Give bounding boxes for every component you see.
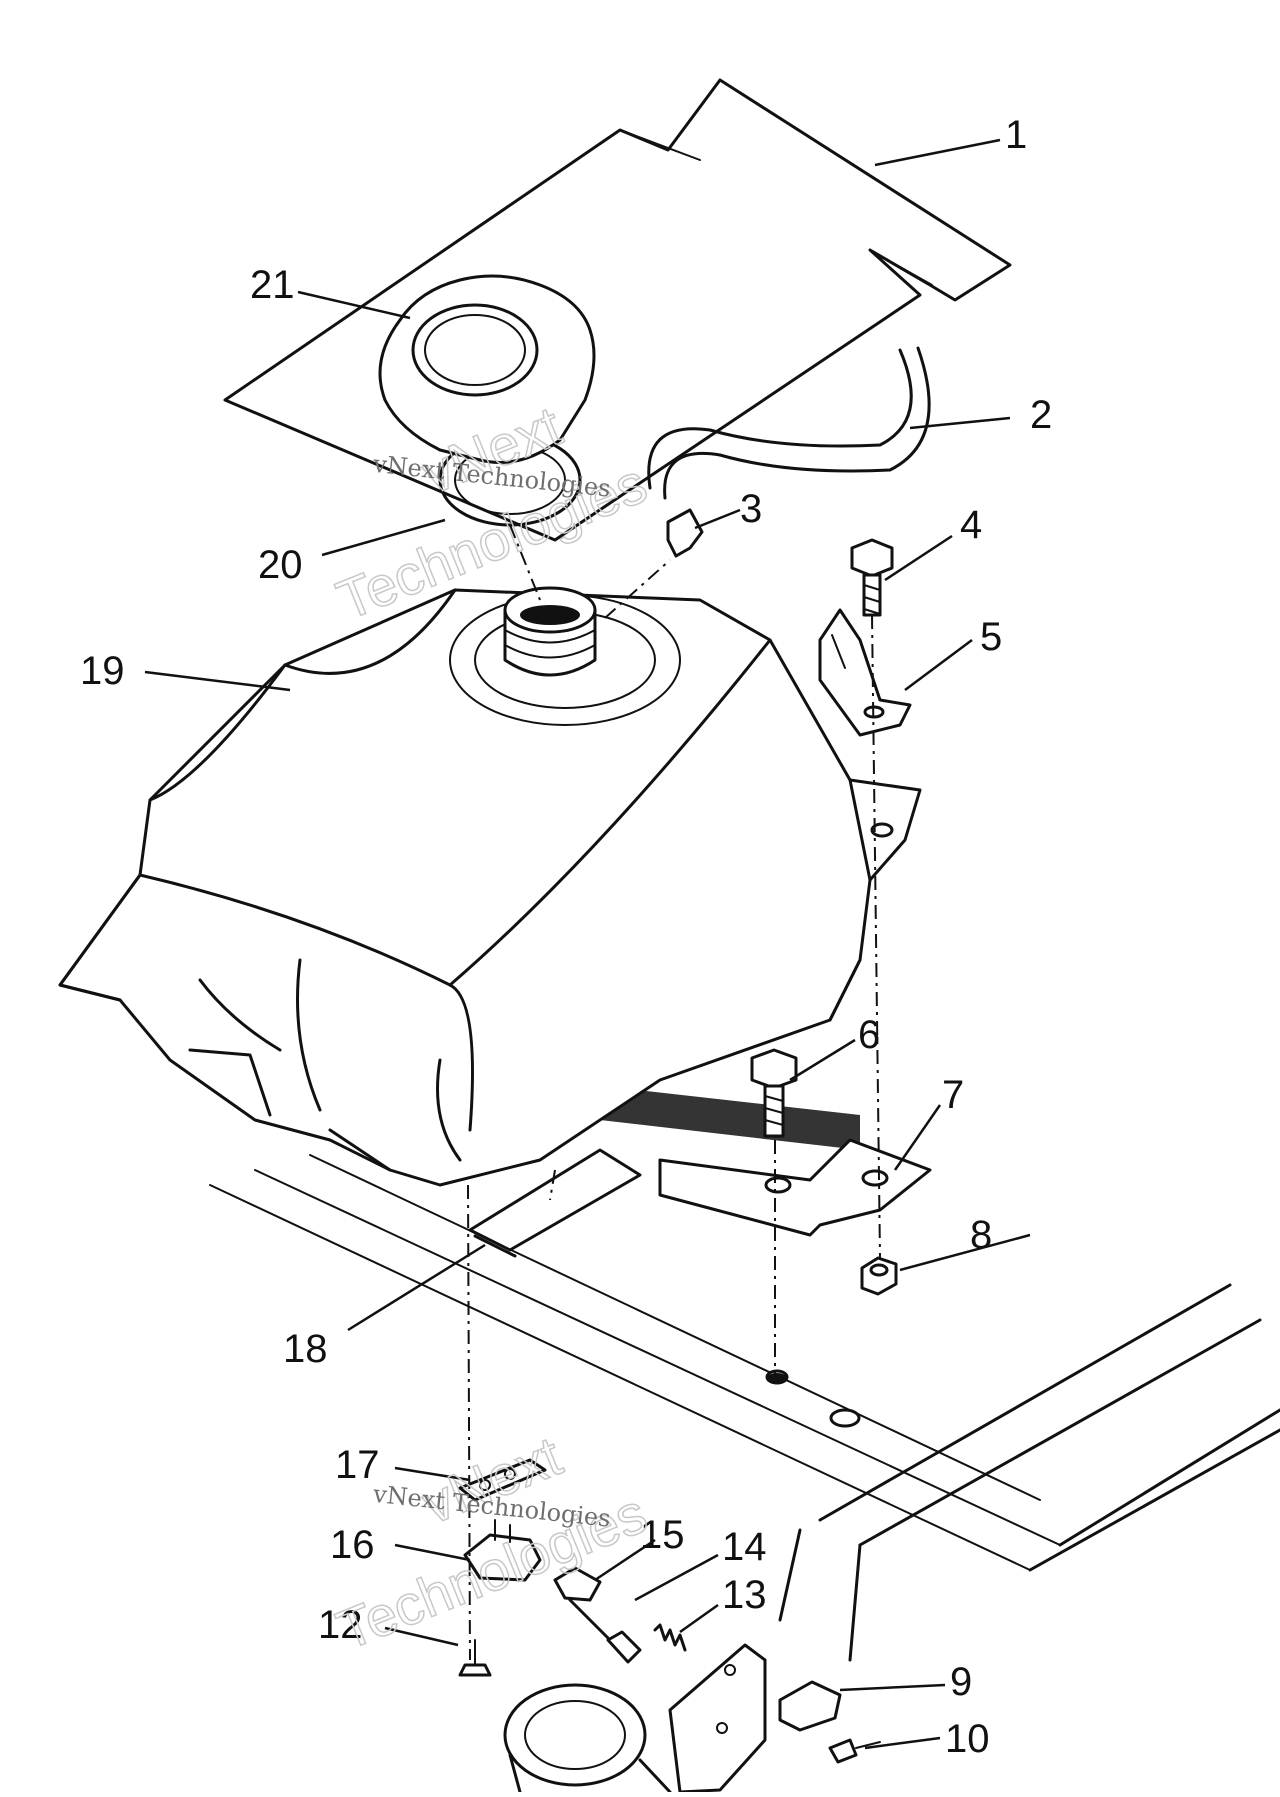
leader-lines	[144, 138, 1031, 1750]
callout-4: 4	[960, 503, 982, 547]
fuel-cap-21	[378, 274, 596, 464]
callout-7: 7	[942, 1073, 964, 1117]
callout-1: 1	[1005, 113, 1027, 157]
carburetor-partial	[503, 1683, 672, 1794]
center-lines	[467, 524, 881, 1661]
callout-2: 2	[1030, 393, 1052, 437]
callout-15: 15	[640, 1513, 685, 1557]
callout-17: 17	[335, 1443, 380, 1487]
pad-18	[468, 1148, 642, 1258]
callout-12: 12	[318, 1603, 363, 1647]
callout-19: 19	[80, 649, 125, 693]
fuel-tank-19	[58, 586, 922, 1187]
callout-21: 21	[250, 263, 295, 307]
vent-hose-2	[647, 346, 931, 500]
mount-plate-9-10	[668, 1643, 881, 1794]
callout-13: 13	[722, 1573, 767, 1617]
callout-labels: 1 2 3 4 5 6 7 8 9 10 12 13 14 15 16 17 1…	[80, 113, 1052, 1761]
callout-16: 16	[330, 1523, 375, 1567]
bracket-5	[818, 608, 912, 737]
callout-5: 5	[980, 615, 1002, 659]
nut-8	[860, 1256, 898, 1296]
callout-20: 20	[258, 543, 303, 587]
bolt-6	[750, 1048, 798, 1138]
callout-8: 8	[970, 1213, 992, 1257]
petcock-assembly	[458, 1458, 687, 1677]
bolt-4	[850, 538, 894, 617]
callout-14: 14	[722, 1525, 767, 1569]
callout-10: 10	[945, 1717, 990, 1761]
callout-9: 9	[950, 1660, 972, 1704]
fitting-3	[666, 508, 704, 558]
callout-3: 3	[740, 487, 762, 531]
callout-6: 6	[858, 1013, 880, 1057]
callout-18: 18	[283, 1327, 328, 1371]
bracket-7	[658, 1138, 932, 1237]
